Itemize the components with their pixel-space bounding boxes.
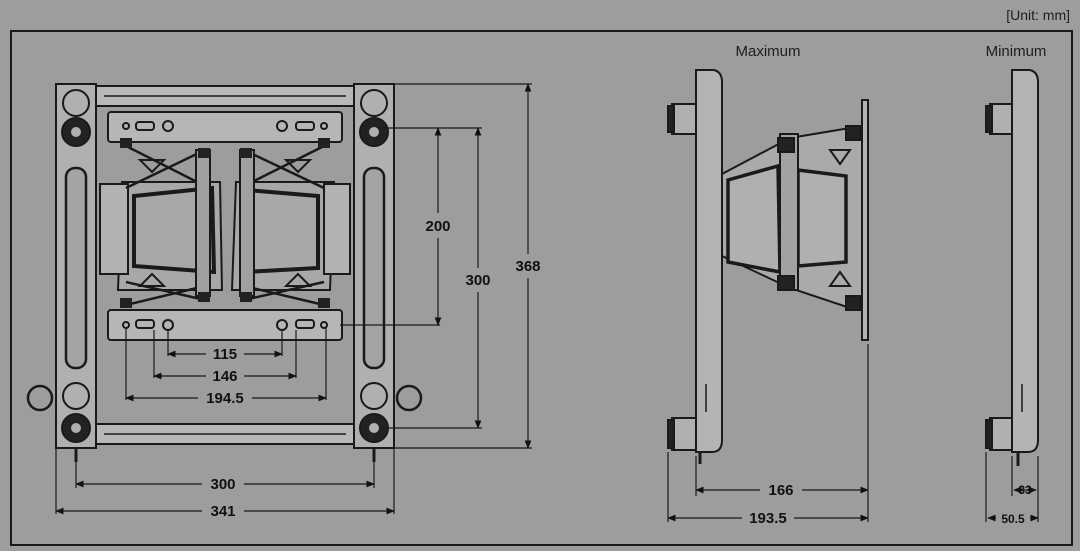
upper-plate [107, 111, 343, 143]
knob-top-right [359, 117, 389, 147]
drawing-frame [10, 30, 1073, 546]
left-slot [64, 166, 88, 370]
dim-166: 166 [768, 482, 793, 499]
right-slot [362, 166, 386, 370]
max-panel [695, 69, 723, 453]
dim-115: 115 [213, 346, 237, 363]
knob-top-left [61, 117, 91, 147]
dim-200: 200 [425, 218, 450, 235]
right-arm-plate [230, 181, 336, 291]
lower-plate [107, 309, 343, 341]
min-panel [1011, 69, 1039, 453]
front-view [26, 83, 423, 462]
min-dimensions [985, 452, 1039, 522]
side-view-maximum [667, 69, 869, 464]
dim-368: 368 [515, 258, 540, 275]
dim-50-5: 50.5 [1001, 512, 1025, 526]
knob-bottom-left [61, 413, 91, 443]
max-dimensions [667, 344, 869, 522]
maximum-label: Maximum [735, 43, 800, 60]
knob-bottom-right [359, 413, 389, 443]
dim-300-vertical: 300 [465, 272, 490, 289]
dim-341: 341 [210, 503, 235, 520]
left-arm-window [132, 185, 217, 275]
dim-146: 146 [212, 368, 237, 385]
minimum-label: Minimum [986, 43, 1047, 60]
front-dimensions [55, 83, 532, 515]
side-view-minimum [985, 69, 1039, 466]
unit-label: [Unit: mm] [1006, 7, 1070, 23]
dim-194-5: 194.5 [206, 390, 244, 407]
dim-300-horizontal: 300 [210, 476, 235, 493]
dim-193-5: 193.5 [749, 510, 787, 527]
dim-33: 33 [1018, 483, 1032, 497]
